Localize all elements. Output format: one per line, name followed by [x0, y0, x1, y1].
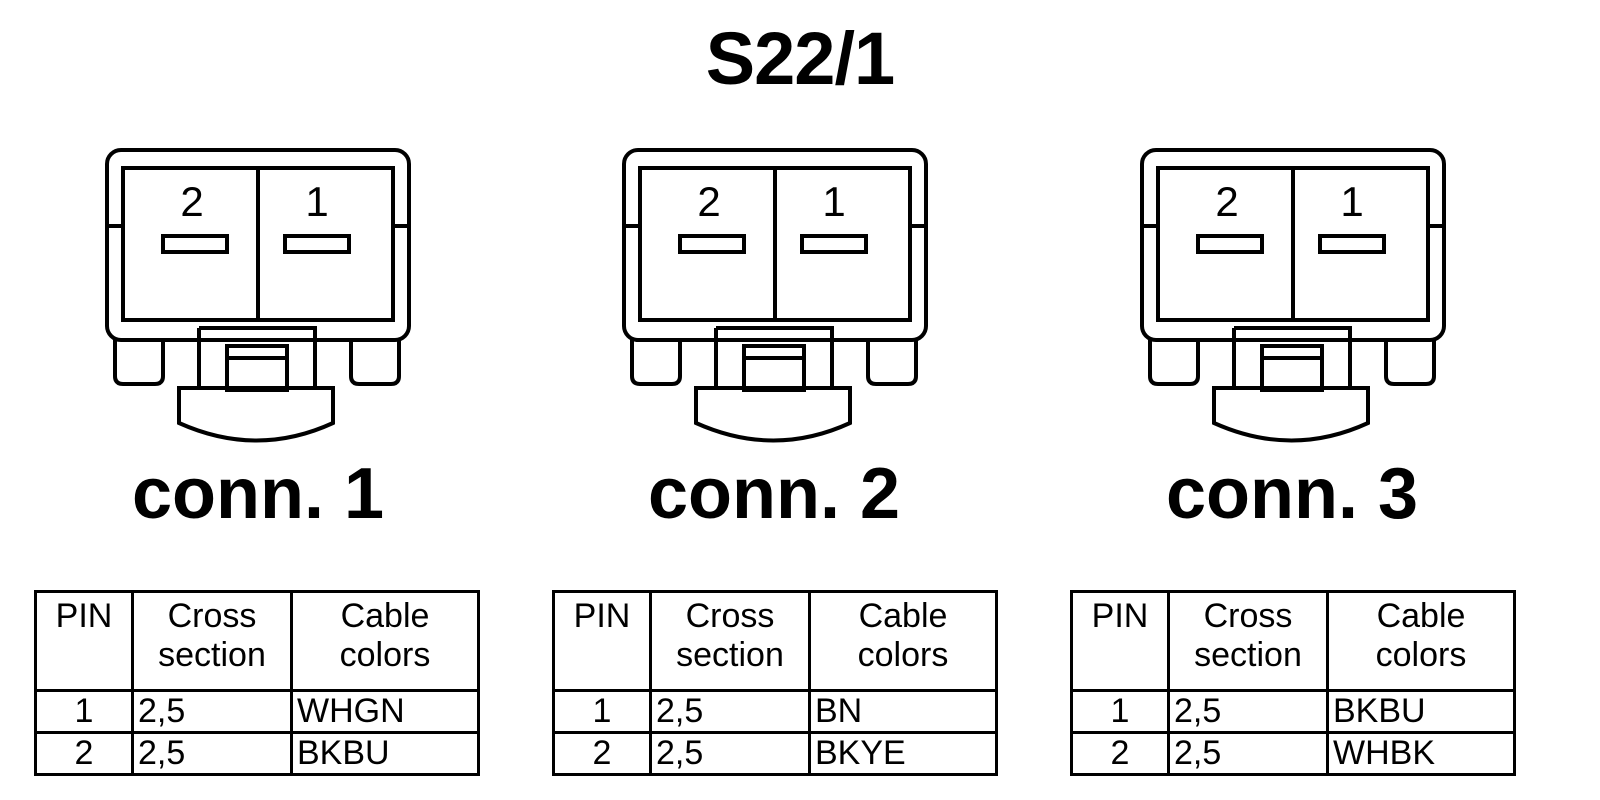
header-color-line1: Cable	[340, 597, 430, 635]
table-row: 2 2,5 WHBK	[1070, 731, 1516, 777]
pin-cell: 1	[1070, 688, 1170, 735]
cable-color-cell: BKBU	[290, 731, 480, 777]
connector-3-icon: 2 1	[1140, 148, 1446, 443]
header-cross-line2: section	[676, 636, 784, 675]
connector-3-pin-label-2: 2	[1215, 178, 1238, 225]
connector-2-pin-label-2: 2	[697, 178, 720, 225]
connector-1-drawing: 2 1	[105, 148, 425, 458]
connector-2-label: conn. 2	[647, 454, 901, 534]
table-row: 2 2,5 BKBU	[34, 731, 480, 777]
header-cross-line2: section	[1194, 636, 1302, 675]
table-row: 1 2,5 WHGN	[34, 688, 480, 735]
connector-2-pin-label-1: 1	[822, 178, 845, 225]
pin-cell: 1	[552, 688, 652, 735]
cross-section-cell: 2,5	[131, 688, 293, 735]
header-color-line2: colors	[339, 636, 431, 675]
pin-cell: 2	[1070, 731, 1170, 777]
cable-color-cell: BN	[808, 688, 998, 735]
connector-3-label: conn. 3	[1165, 454, 1419, 534]
connector-1-label: conn. 1	[131, 454, 385, 534]
header-cross-line1: Cross	[1203, 597, 1293, 635]
table-row: 2 2,5 BKYE	[552, 731, 998, 777]
connector-1-icon: 2 1	[105, 148, 411, 443]
header-color-line2: colors	[857, 636, 949, 675]
cable-color-cell: WHBK	[1326, 731, 1516, 777]
table-row: 1 2,5 BN	[552, 688, 998, 735]
pin-cell: 2	[34, 731, 134, 777]
cross-section-cell: 2,5	[649, 731, 811, 777]
cross-section-cell: 2,5	[1167, 731, 1329, 777]
header-pin: PIN	[552, 590, 652, 692]
header-pin: PIN	[34, 590, 134, 692]
pin-cell: 2	[552, 731, 652, 777]
cable-color-cell: WHGN	[290, 688, 480, 735]
connector-3-drawing: 2 1	[1140, 148, 1460, 458]
table-row: 1 2,5 BKBU	[1070, 688, 1516, 735]
diagram-title: S22/1	[705, 17, 895, 100]
connector-2-icon: 2 1	[622, 148, 928, 443]
cross-section-cell: 2,5	[1167, 688, 1329, 735]
header-pin-text: PIN	[55, 597, 113, 635]
header-pin-text: PIN	[1091, 597, 1149, 635]
cable-color-cell: BKYE	[808, 731, 998, 777]
pin-cell: 1	[34, 688, 134, 735]
header-cross-line1: Cross	[167, 597, 257, 635]
connector-1-pin-label-1: 1	[305, 178, 328, 225]
cross-section-cell: 2,5	[131, 731, 293, 777]
header-pin: PIN	[1070, 590, 1170, 692]
connector-1-pin-label-2: 2	[180, 178, 203, 225]
header-color-line1: Cable	[1376, 597, 1466, 635]
connector-3-pin-label-1: 1	[1340, 178, 1363, 225]
header-color-line1: Cable	[858, 597, 948, 635]
cross-section-cell: 2,5	[649, 688, 811, 735]
header-pin-text: PIN	[573, 597, 631, 635]
header-cross-line1: Cross	[685, 597, 775, 635]
header-cross-line2: section	[158, 636, 266, 675]
connector-2-drawing: 2 1	[622, 148, 942, 458]
header-color-line2: colors	[1375, 636, 1467, 675]
cable-color-cell: BKBU	[1326, 688, 1516, 735]
